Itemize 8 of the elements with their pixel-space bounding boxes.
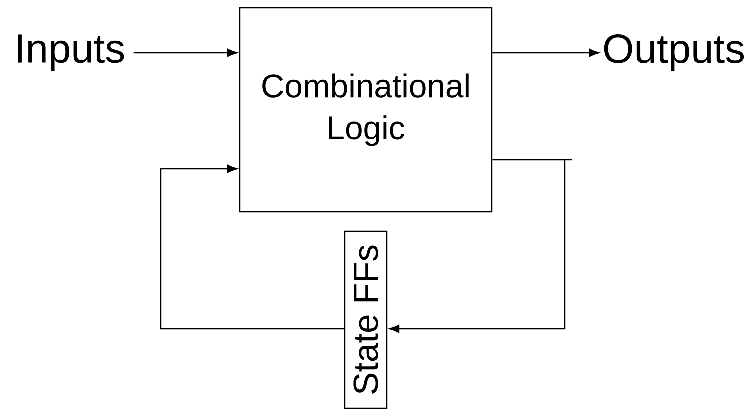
arrow [160,164,344,330]
logic-box: Combinational Logic [239,7,493,213]
arrow [389,159,566,334]
logic-box: State FFs [344,230,388,409]
signal-label: Outputs [604,34,744,72]
arrow [134,48,238,58]
arrow [492,48,600,58]
signal-label: Inputs [18,34,124,72]
